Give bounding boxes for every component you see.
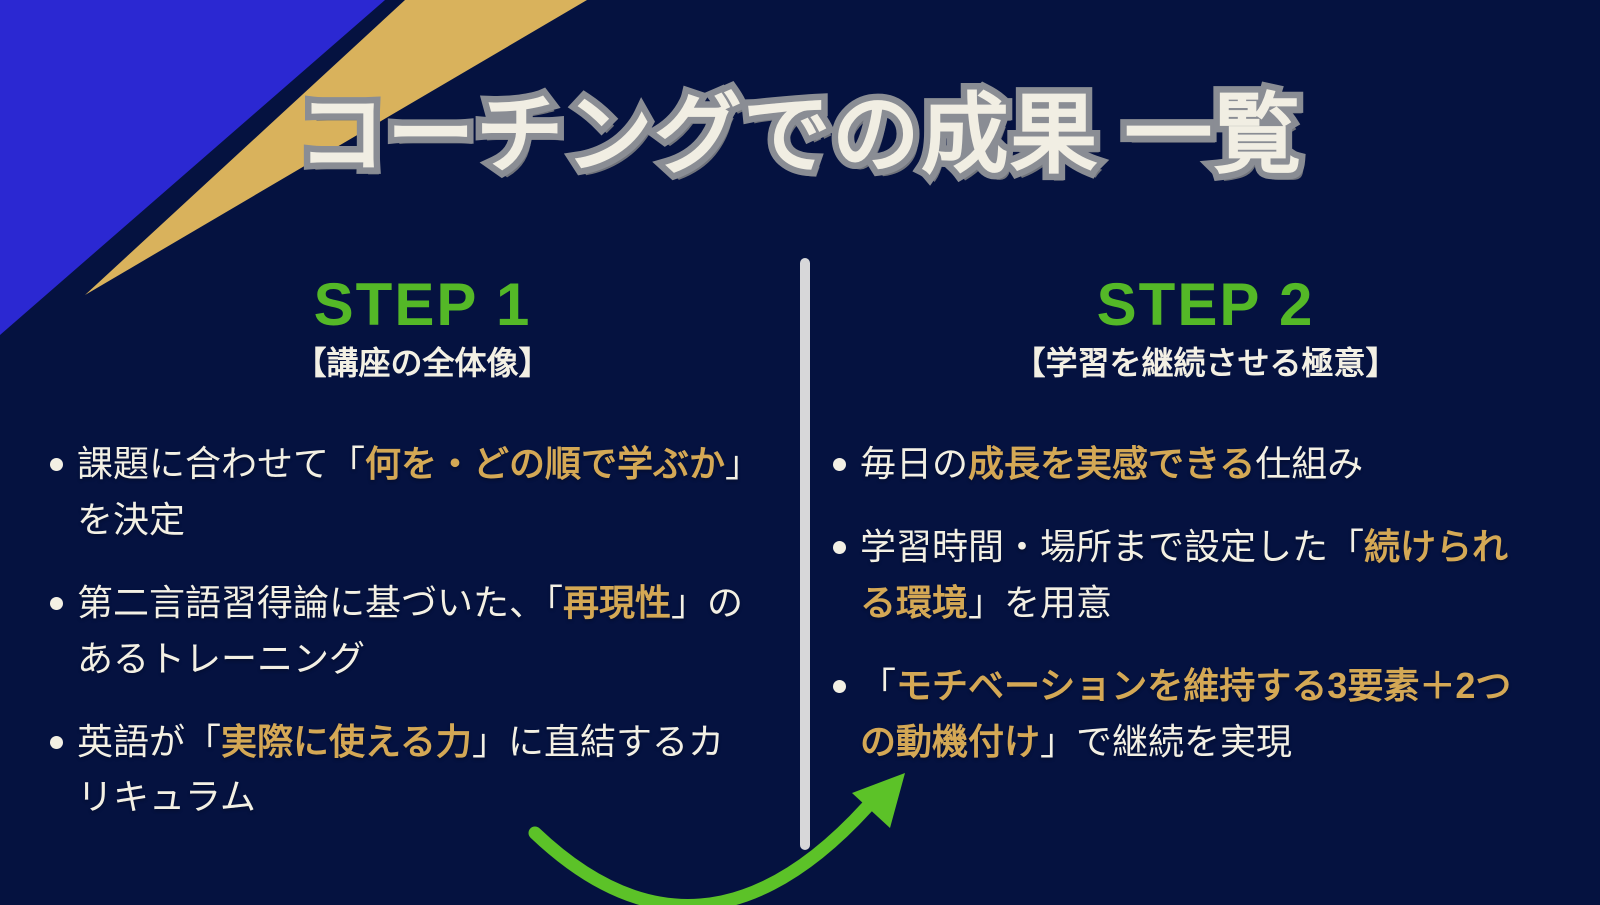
bullet-text: 学習時間・場所まで設定した「続けられ る環境」を用意 — [860, 526, 1509, 623]
step1-column: STEP 1 【講座の全体像】 課題に合わせて「何を・どの順で学ぶか」 を決定第… — [50, 272, 795, 825]
step1-subtitle: 【講座の全体像】 — [294, 345, 551, 381]
bullet-item: 英語が「実際に使える力」に直結するカ リキュラム — [50, 714, 795, 826]
step2-heading: STEP 2 — [1096, 271, 1315, 338]
bullet-text: 課題に合わせて「何を・どの順で学ぶか」 を決定 — [77, 443, 762, 541]
bullet-item: 課題に合わせて「何を・どの順で学ぶか」 を決定 — [50, 436, 795, 548]
bullet-dot-icon — [833, 541, 846, 555]
bullet-text: 毎日の成長を実感できる仕組み — [860, 443, 1364, 485]
curved-arrow-icon — [528, 773, 905, 905]
bullet-dot-icon — [50, 735, 63, 749]
step1-bullets: 課題に合わせて「何を・どの順で学ぶか」 を決定第二言語習得論に基づいた、「再現性… — [50, 436, 795, 825]
slide-title-outline: コーチングでの成果 一覧 — [291, 78, 1307, 190]
step2-column: STEP 2 【学習を継続させる極意】 毎日の成長を実感できる仕組み学習時間・場… — [833, 272, 1578, 769]
bullet-text: 英語が「実際に使える力」に直結するカ リキュラム — [77, 720, 724, 818]
slide-title-text: コーチングでの成果 一覧 — [297, 85, 1303, 184]
bullet-item: 毎日の成長を実感できる仕組み — [833, 436, 1578, 492]
bullet-dot-icon — [833, 458, 846, 472]
bullet-dot-icon — [50, 458, 63, 472]
step1-heading: STEP 1 — [313, 271, 532, 338]
column-divider — [800, 258, 810, 850]
bullet-text: 第二言語習得論に基づいた、「再現性」の あるトレーニング — [77, 581, 744, 679]
bullet-item: 第二言語習得論に基づいた、「再現性」の あるトレーニング — [50, 575, 795, 687]
bullet-item: 学習時間・場所まで設定した「続けられ る環境」を用意 — [833, 519, 1578, 631]
step2-bullets: 毎日の成長を実感できる仕組み学習時間・場所まで設定した「続けられ る環境」を用意… — [833, 436, 1578, 769]
step2-subtitle: 【学習を継続させる極意】 — [1013, 345, 1398, 381]
bullet-text: 「モチベーションを維持する3要素＋2つ の動機付け」で継続を実現 — [860, 664, 1512, 762]
bullet-item: 「モチベーションを維持する3要素＋2つ の動機付け」で継続を実現 — [833, 658, 1578, 770]
bullet-dot-icon — [50, 596, 63, 610]
bullet-dot-icon — [833, 679, 846, 693]
